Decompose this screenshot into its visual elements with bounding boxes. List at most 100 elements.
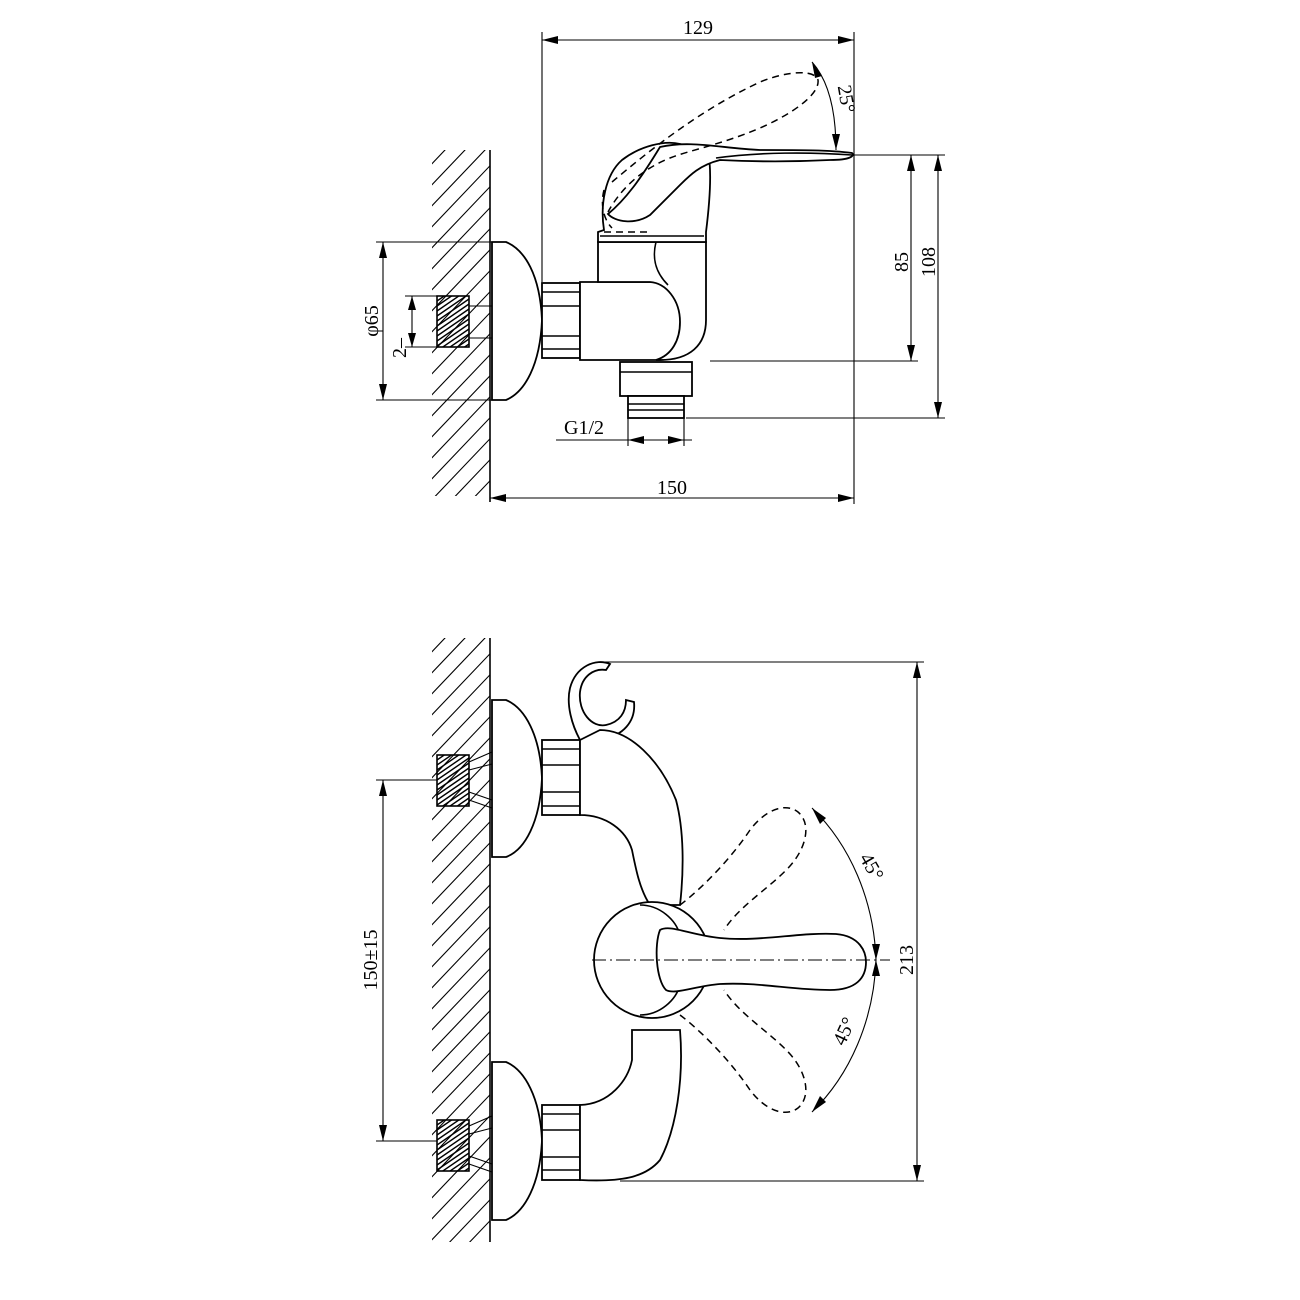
hatch-line xyxy=(432,988,490,1052)
thread-line xyxy=(437,296,453,307)
dim-thread-label: 2– xyxy=(389,337,411,358)
hatch-line xyxy=(469,1219,490,1242)
thread-line xyxy=(437,296,468,317)
hatch-line xyxy=(432,778,490,842)
hatch-line xyxy=(432,1156,490,1220)
mixer-body-lower-arm xyxy=(579,1029,682,1182)
dim-g12-label: G1/2 xyxy=(564,417,604,439)
hatch-line xyxy=(432,353,490,417)
thread-line xyxy=(437,1147,469,1171)
thread-line xyxy=(437,762,469,786)
hatch-line xyxy=(432,206,490,270)
thread-line xyxy=(437,782,469,806)
thread-line xyxy=(456,1162,469,1171)
hatch-line xyxy=(432,269,490,333)
thread-line xyxy=(437,1120,468,1141)
dimension-150-15: 150±15 xyxy=(360,779,437,1142)
dimension-129: 129 xyxy=(541,17,855,282)
hatch-line xyxy=(432,652,490,716)
thread-line xyxy=(437,298,469,322)
wall-hatch-top xyxy=(425,77,495,571)
coupling-nut-upper xyxy=(541,739,581,816)
hatch-line xyxy=(425,77,495,151)
thread-line xyxy=(437,1120,461,1136)
dimension-g12: G1/2 xyxy=(556,417,692,446)
thread-line xyxy=(437,757,469,781)
hatch-line xyxy=(432,883,490,947)
lever-down-45-dashed xyxy=(679,989,807,1113)
dim-phi65-label: φ65 xyxy=(361,305,383,337)
eccentric-connector-lower xyxy=(436,1115,493,1173)
hatch-line xyxy=(432,1030,490,1094)
thread-line xyxy=(448,1157,469,1171)
hatch-line xyxy=(432,967,490,1031)
thread-line xyxy=(437,755,461,771)
thread-line xyxy=(437,1132,469,1156)
thread-line xyxy=(437,1127,469,1151)
hatch-line xyxy=(432,1051,490,1115)
hatch-line xyxy=(432,150,466,186)
hatch-line xyxy=(432,416,490,480)
hatch-line xyxy=(432,1177,490,1241)
thread-line xyxy=(437,813,469,835)
dim-150-label: 150 xyxy=(657,477,687,499)
thread-line xyxy=(437,1120,446,1126)
hatch-line xyxy=(432,841,490,905)
dimension-thread: 2– xyxy=(389,295,437,358)
dimension-angle-25: 25° xyxy=(811,61,859,151)
hatch-line xyxy=(489,1240,490,1242)
hatch-line xyxy=(425,497,495,571)
thread-line xyxy=(456,797,469,806)
thread-line xyxy=(437,1122,469,1146)
thread-line xyxy=(437,767,469,791)
dimension-85-108: 85 108 xyxy=(686,154,945,419)
hatch-line xyxy=(454,458,490,496)
thread-line xyxy=(437,1137,469,1161)
hatch-line xyxy=(432,1135,490,1199)
thread-line xyxy=(437,318,469,342)
dim-129-label: 129 xyxy=(683,17,713,39)
hatch-line xyxy=(432,395,490,459)
thread-line xyxy=(437,1142,469,1166)
thread-line xyxy=(448,792,469,806)
dimension-phi65: φ65 xyxy=(361,241,506,401)
thread-line xyxy=(437,308,469,332)
wall-hatch-bottom xyxy=(432,638,491,1242)
hatch-line xyxy=(432,374,490,438)
thread-line xyxy=(441,328,469,347)
wall-flange-lower xyxy=(491,1061,543,1221)
thread-line xyxy=(437,296,461,312)
hatch-line xyxy=(432,862,490,926)
hatch-line xyxy=(474,479,490,496)
thread-line xyxy=(437,303,469,327)
hatch-line xyxy=(432,311,490,375)
dim-85-label: 85 xyxy=(891,252,913,272)
hatch-line xyxy=(432,227,490,291)
hatch-line xyxy=(432,694,490,758)
cartridge-housing xyxy=(597,241,707,361)
hatch-line xyxy=(432,332,490,396)
hatch-line xyxy=(432,820,490,884)
wall-flange-upper xyxy=(491,699,543,858)
thread-line xyxy=(437,755,468,776)
hatch-line xyxy=(432,638,486,695)
thread-line xyxy=(441,787,469,806)
thread-line xyxy=(437,755,453,766)
thread-line xyxy=(437,1120,453,1131)
dim-150-15-label: 150±15 xyxy=(360,930,382,991)
hatch-line xyxy=(432,1093,490,1157)
hatch-line xyxy=(432,904,490,968)
hatch-line xyxy=(432,925,490,989)
hatch-line xyxy=(432,946,490,1010)
thread-line xyxy=(437,755,446,761)
hatch-line xyxy=(432,638,466,674)
hatch-line xyxy=(432,164,490,228)
front-view: 45° 45° 213 150±15 xyxy=(360,638,924,1242)
lever-handle xyxy=(606,143,854,223)
mixer-body-upper-arm xyxy=(579,729,684,906)
hatch-line xyxy=(432,673,490,737)
thread-line xyxy=(441,1152,469,1171)
hatch-line xyxy=(432,1114,490,1178)
hatch-line xyxy=(432,1009,490,1073)
